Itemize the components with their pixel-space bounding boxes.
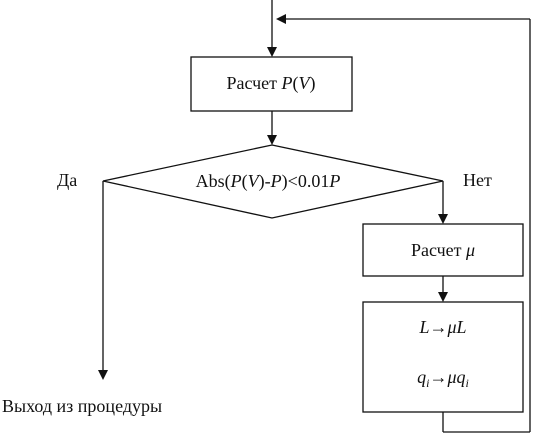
entry-arrowhead [267, 47, 277, 57]
update-line-q: qi→μqi [417, 367, 469, 390]
exit-arrowhead [98, 370, 108, 380]
yes-label: Да [57, 170, 77, 190]
calc-p-box [190, 56, 353, 112]
update-box [362, 301, 524, 413]
exit-label: Выход из процедуры [2, 396, 162, 416]
decision-diamond [102, 144, 444, 219]
no-label: Нет [463, 170, 492, 190]
calc-p-label: Расчет P(V) [226, 73, 315, 94]
calc-mu-arrowhead [438, 214, 448, 224]
calc-mu-box [362, 223, 524, 277]
decision-condition: Abs(P(V)-P)<0.01P [196, 171, 341, 192]
update-arrowhead [438, 292, 448, 302]
loop-arrowhead [276, 14, 286, 24]
update-line-l: L→μL [418, 317, 466, 337]
calc-mu-label: Расчет μ [411, 240, 475, 260]
decision-arrowhead [267, 135, 277, 145]
